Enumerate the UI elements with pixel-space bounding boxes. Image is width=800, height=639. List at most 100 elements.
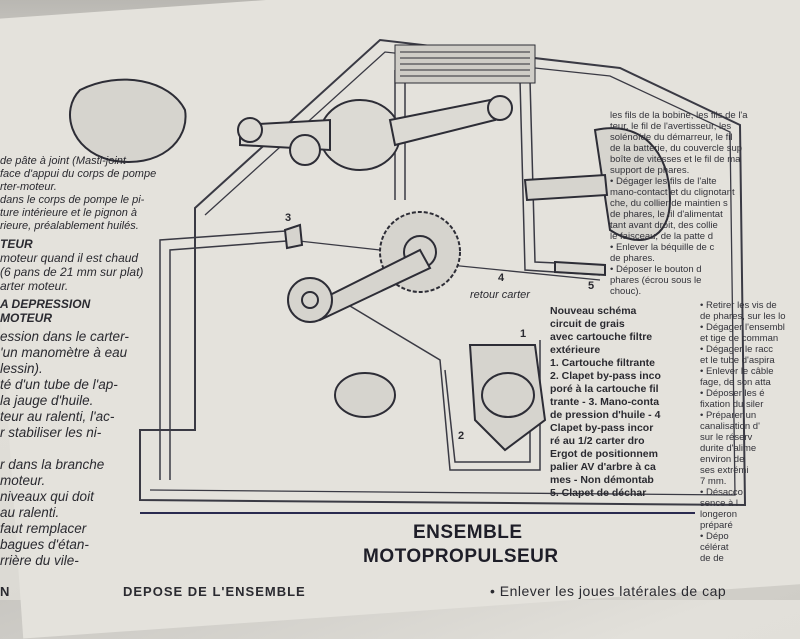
text-line: sence à l — [700, 498, 739, 509]
text-line: • Déposer les é — [700, 388, 765, 399]
caption-line: 2. Clapet by-pass inco — [550, 370, 661, 382]
text-line: et tige de comman — [700, 333, 779, 344]
text-line: ture intérieure et le pignon à — [0, 207, 137, 219]
caption-line: 1. Cartouche filtrante — [550, 357, 656, 369]
text-line: sur le réserv — [700, 432, 753, 443]
diagram-label: 3 — [285, 212, 292, 224]
text-line: che, du collier de maintien s — [610, 198, 728, 209]
text-line: ses extrémi — [700, 465, 749, 476]
caption-line: ré au 1/2 carter dro — [550, 435, 645, 447]
pressure-switch — [283, 223, 304, 250]
engine-casing — [69, 78, 187, 163]
text-line: rrière du vile- — [0, 553, 79, 568]
diagram-label: 2 — [458, 430, 465, 442]
text-line: niveaux qui doit — [0, 489, 94, 504]
text-line: dans le corps de pompe le pi- — [0, 194, 145, 206]
text-line: de phares, le fil d'alimentat — [610, 209, 723, 220]
relief-valve — [554, 260, 606, 277]
text-line: lessin). — [0, 361, 43, 376]
diagram-caption: Nouveau schéma circuit de grais avec car… — [550, 305, 695, 500]
caption-line: 5. Clapet de déchar — [550, 487, 647, 499]
text-line: • Dégager les fils de l'alte — [610, 176, 717, 187]
text-line: moteur quand il est chaud — [0, 251, 139, 265]
left-text-column: de pâte à joint (Masti-joint face d'appu… — [0, 155, 190, 569]
diagram-label: 5 — [588, 280, 595, 292]
text-line: teur au ralenti, l'ac- — [0, 409, 115, 424]
caption-line: circuit de grais — [550, 318, 625, 330]
text-line: de la batterie, du couvercle sup — [610, 143, 743, 154]
caption-line: palier AV d'arbre à ca — [550, 461, 656, 473]
diagram-label: retour carter — [470, 289, 530, 301]
text-line: • Désacco — [700, 487, 743, 498]
text-line: fage, de son atta — [700, 377, 771, 388]
caption-line: Nouveau schéma — [550, 305, 637, 317]
text-line: phares (écrou sous le — [610, 275, 702, 286]
text-line: de phares. — [610, 253, 655, 264]
text-line: la jauge d'huile. — [0, 393, 94, 408]
text-line: de de — [700, 553, 724, 564]
bottom-fragment: N — [0, 584, 10, 599]
text-line: teur, le fil de l'avertisseur, les — [610, 121, 732, 132]
cylinder-head — [593, 127, 672, 241]
text-line: préparé — [700, 520, 733, 531]
text-line: 'un manomètre à eau — [0, 345, 128, 360]
text-line: • Enlever les joues latérales de cap — [490, 583, 727, 599]
text-line: r dans la branche — [0, 457, 105, 472]
text-line: té d'un tube de l'ap- — [0, 377, 118, 392]
section-heading: MOTEUR — [0, 311, 52, 325]
text-line: environ de — [700, 454, 745, 465]
text-line: de pâte à joint (Masti-joint — [0, 155, 126, 167]
text-line: rieure, préalablement huilés. — [0, 220, 139, 232]
text-line: arter moteur. — [0, 279, 69, 293]
text-line: • Dépo — [700, 531, 729, 542]
divider — [140, 512, 695, 514]
caption-line: mes - Non démontab — [550, 474, 654, 486]
lubrication-circuit-diagram — [69, 38, 747, 507]
caption-line: extérieure — [550, 344, 601, 356]
text-line: • Retirer les vis de — [700, 300, 777, 311]
text-line: • Préparer un — [700, 410, 757, 421]
caption-line: de pression d'huile - 4 — [550, 409, 661, 421]
section-heading: A DEPRESSION — [0, 297, 91, 311]
text-line: les fils de la bobine, les fils de l'a — [610, 110, 748, 121]
text-line: le faisceau, de la patte d — [610, 231, 713, 242]
text-line: de phares, sur les lo — [700, 311, 786, 322]
section-title: MOTOPROPULSEUR — [363, 546, 559, 567]
oil-line — [159, 229, 301, 480]
text-line: durite d'alime — [700, 443, 757, 454]
section-title: ENSEMBLE — [413, 522, 523, 543]
text-line: moteur. — [0, 473, 46, 488]
text-line: canalisation d' — [700, 421, 760, 432]
text-line: support de phares. — [610, 165, 690, 176]
text-line: • Déposer le bouton d — [610, 264, 702, 275]
text-line: chouc). — [610, 286, 642, 297]
text-line: • Dégager le racc — [700, 344, 774, 355]
section-heading: TEUR — [0, 237, 33, 251]
text-line: solénoïde du démarreur, le fil — [610, 132, 733, 143]
text-line: faut remplacer — [0, 521, 87, 536]
crankshaft — [319, 99, 401, 171]
text-line: mano-contact et du clignotant — [610, 187, 735, 198]
text-line: 7 mm. — [700, 476, 727, 487]
text-line: au ralenti. — [0, 505, 60, 520]
caption-line: poré à la cartouche fil — [550, 383, 659, 395]
caption-line: Clapet by-pass incor — [550, 422, 654, 434]
text-line: rter-moteur. — [0, 181, 57, 193]
text-line: et le tube d'aspira — [700, 355, 775, 366]
caption-line: Ergot de positionnem — [550, 448, 658, 460]
text-line: ession dans le carter- — [0, 329, 129, 344]
text-line: • Dégager l'ensembl — [700, 322, 785, 333]
oil-strainer — [334, 372, 396, 418]
caption-line: avec cartouche filtre — [550, 331, 653, 343]
diagram-label: 1 — [520, 328, 527, 340]
text-line — [0, 441, 190, 457]
text-line: (6 pans de 21 mm sur plat) — [0, 265, 144, 279]
text-line: fixation du siler — [700, 399, 764, 410]
text-line: face d'appui du corps de pompe — [0, 168, 157, 180]
caption-line: trante - 3. Mano-conta — [550, 396, 660, 408]
text-line: bagues d'étan- — [0, 537, 89, 552]
text-line: longeron — [700, 509, 737, 520]
section-heading: DEPOSE DE L'ENSEMBLE — [123, 584, 306, 599]
